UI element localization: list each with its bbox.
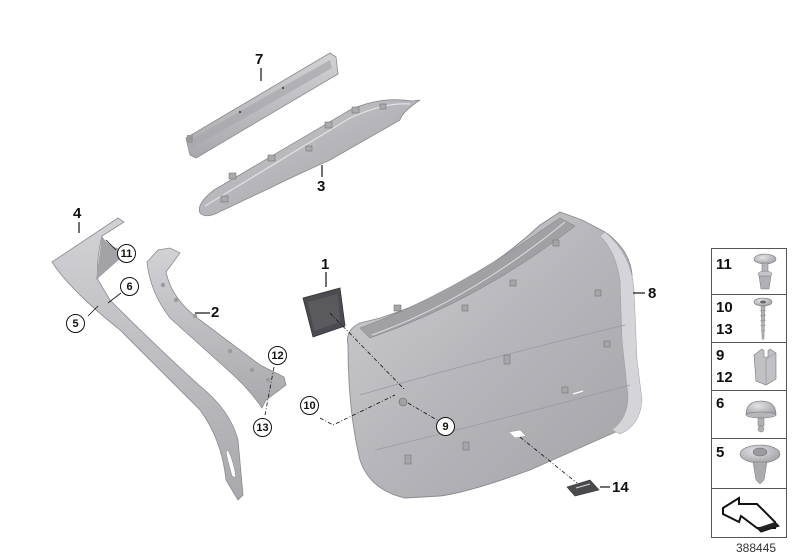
callout-14: 14 bbox=[612, 479, 629, 496]
callout-5: 5 bbox=[66, 314, 85, 333]
part-4-pillar-left bbox=[51, 217, 244, 501]
legend-label: 6 bbox=[716, 395, 725, 412]
document-id: 388445 bbox=[736, 541, 777, 555]
legend-row-9-12: 9 12 bbox=[712, 343, 786, 391]
callout-6: 6 bbox=[120, 277, 139, 296]
callout-9: 9 bbox=[436, 417, 455, 436]
legend-label: 5 bbox=[716, 444, 725, 461]
legend-row-5: 5 bbox=[712, 439, 786, 489]
callout-2: 2 bbox=[211, 304, 220, 321]
callout-3: 3 bbox=[317, 178, 326, 195]
push-rivet-icon bbox=[753, 253, 777, 290]
callout-13: 13 bbox=[253, 418, 272, 437]
legend-label: 12 bbox=[716, 369, 733, 386]
part-14-cover-plate bbox=[566, 479, 600, 497]
callout-10: 10 bbox=[300, 396, 319, 415]
legend-row-orientation bbox=[712, 489, 786, 537]
expanding-rivet-icon bbox=[745, 400, 777, 433]
legend-label: 13 bbox=[716, 321, 733, 338]
callout-4: 4 bbox=[73, 205, 82, 222]
legend-row-6: 6 bbox=[712, 391, 786, 439]
fastener-legend: 11 10 13 9 12 6 bbox=[711, 248, 787, 538]
legend-row-11: 11 bbox=[712, 249, 786, 295]
clip-icon bbox=[739, 444, 781, 485]
callout-8: 8 bbox=[648, 285, 657, 302]
callout-11: 11 bbox=[117, 244, 136, 263]
part-3-upper-trim bbox=[198, 99, 421, 217]
screw-icon bbox=[753, 297, 773, 341]
nut-clip-icon bbox=[753, 348, 777, 386]
part-1-cover-cap bbox=[302, 287, 346, 338]
legend-label: 10 bbox=[716, 299, 733, 316]
callout-12: 12 bbox=[268, 346, 287, 365]
callout-1: 1 bbox=[321, 256, 330, 273]
part-2-pillar-right bbox=[146, 247, 287, 409]
legend-row-10-13: 10 13 bbox=[712, 295, 786, 343]
orientation-arrow-icon bbox=[722, 496, 780, 533]
callout-7: 7 bbox=[255, 51, 264, 68]
legend-label: 11 bbox=[716, 256, 732, 273]
part-8-tailgate-panel bbox=[347, 211, 643, 499]
part-7-rail-strip bbox=[185, 52, 339, 159]
legend-label: 9 bbox=[716, 347, 725, 364]
